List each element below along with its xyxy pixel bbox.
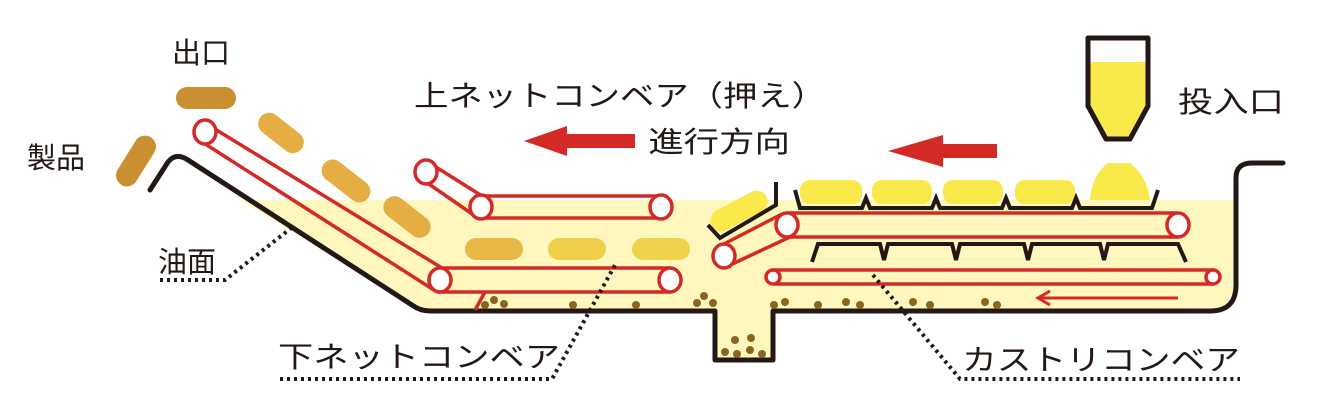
raw-products: [710, 180, 1075, 232]
crumbs: [481, 292, 1001, 358]
oil-surface-leader: [160, 223, 297, 282]
inlet-hopper: [1085, 35, 1151, 142]
feed-conveyor: [711, 211, 1191, 270]
upper-flights: [793, 189, 1160, 210]
debris-conveyor: [764, 268, 1222, 286]
inlet-label: 投入口: [1178, 85, 1284, 119]
lower-net-leader: [280, 264, 617, 381]
feed-direction-arrow-icon: [888, 135, 997, 167]
direction-label: 進行方向: [648, 125, 790, 159]
debris-conveyor-leader: [871, 273, 1240, 381]
lower-net-conveyor: [192, 118, 683, 311]
lower-flights: [810, 242, 1188, 263]
direction-arrow-icon: [524, 126, 635, 156]
upper-net-conveyor-label: 上ネットコンベア（押え）: [414, 79, 826, 113]
upper-net-conveyor: [413, 158, 674, 221]
transfer-bracket: [706, 182, 778, 241]
debris-conveyor-label: カストリコンベア: [962, 343, 1240, 377]
debris-direction-arrow-icon: [1035, 289, 1178, 307]
oil-surface-label: 油面: [158, 245, 216, 279]
product-mound: [1090, 163, 1150, 200]
fried-products: [115, 87, 690, 260]
product-label: 製品: [27, 141, 85, 175]
lower-net-conveyor-label: 下ネットコンベア: [278, 340, 560, 374]
outlet-label: 出口: [172, 36, 230, 70]
fryer-tank-wall: [147, 154, 1286, 363]
